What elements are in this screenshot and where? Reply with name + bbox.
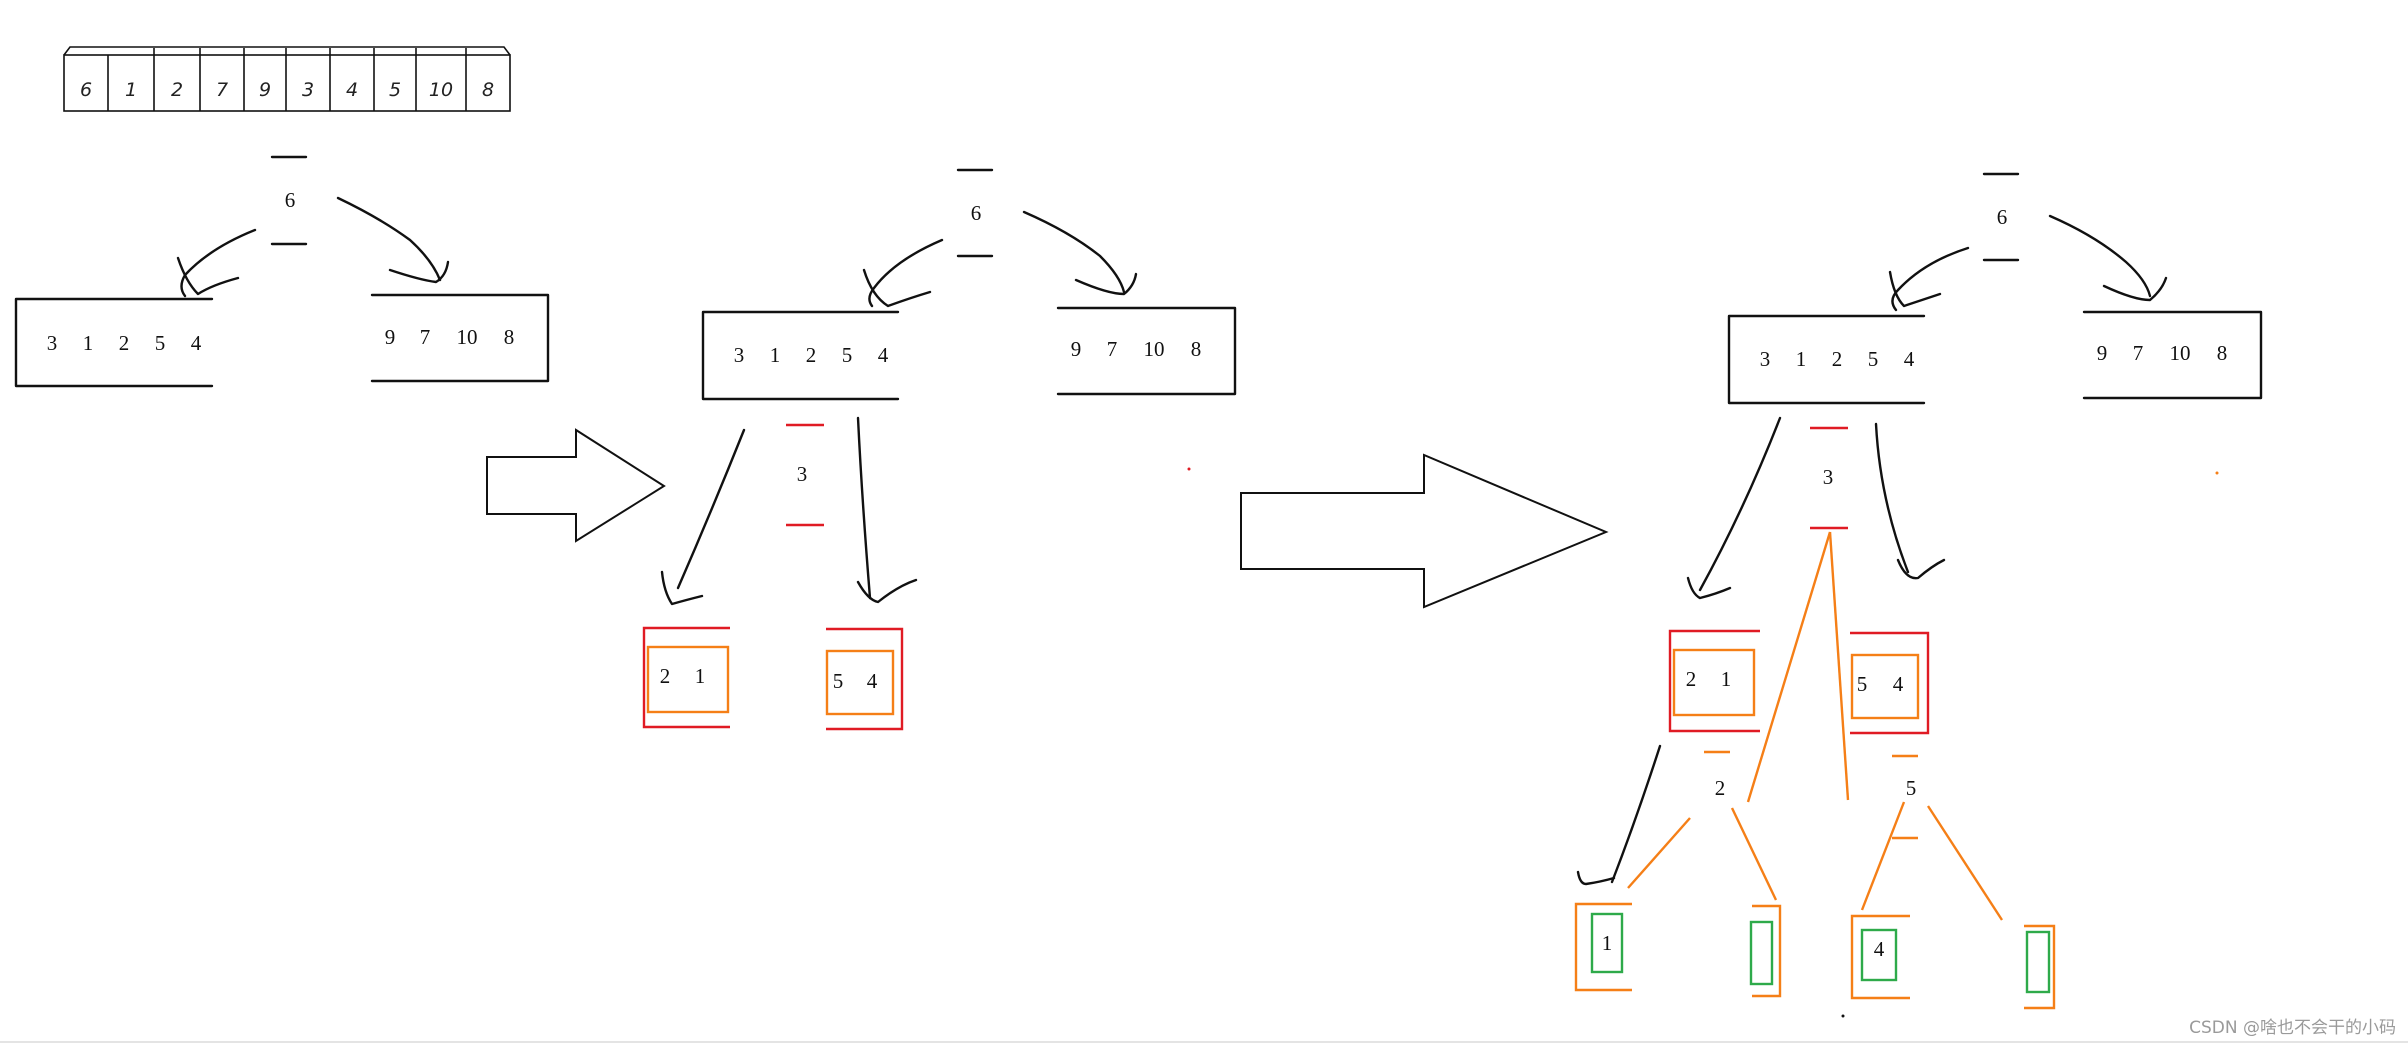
pivot-6: 6 — [971, 201, 982, 225]
left-partition-value: 2 — [119, 331, 130, 355]
left-partition-value: 2 — [1832, 347, 1843, 371]
sub-left-value: 1 — [695, 664, 706, 688]
watermark: CSDN @啥也不会干的小码 — [2189, 1018, 2396, 1038]
right-partition-value: 10 — [2170, 341, 2191, 365]
pivot-6: 6 — [1997, 205, 2008, 229]
stage-2: 6 3 1 2 5 4 9 7 10 8 3 2 1 5 4 — [642, 168, 1237, 731]
right-partition-value: 10 — [457, 325, 478, 349]
sub-left-value: 2 — [660, 664, 671, 688]
array-cell: 8 — [482, 79, 494, 101]
right-partition-value: 8 — [1191, 337, 1202, 361]
left-partition-value: 1 — [770, 343, 781, 367]
right-partition-value: 8 — [504, 325, 515, 349]
sub-left-value: 1 — [1721, 667, 1732, 691]
left-partition-value: 4 — [878, 343, 889, 367]
left-partition-value: 5 — [1868, 347, 1879, 371]
sub-left-value: 2 — [1686, 667, 1697, 691]
right-partition-value: 7 — [1107, 337, 1118, 361]
ink-dot — [1841, 1014, 1845, 1018]
array-cell: 6 — [80, 79, 92, 101]
leaf-3: 4 — [1874, 937, 1885, 961]
sub-pivot-3: 3 — [1823, 465, 1834, 489]
array-cell: 5 — [389, 79, 401, 101]
array-cell: 10 — [429, 79, 453, 101]
array-cell: 4 — [346, 79, 358, 101]
left-partition-value: 3 — [1760, 347, 1771, 371]
left-partition-value: 3 — [47, 331, 58, 355]
left-partition-value: 5 — [842, 343, 853, 367]
right-partition-value: 9 — [2097, 341, 2108, 365]
array-cell: 3 — [302, 79, 314, 101]
right-partition-value: 8 — [2217, 341, 2228, 365]
left-partition-value: 2 — [806, 343, 817, 367]
right-partition-value: 7 — [2133, 341, 2144, 365]
array-cell: 2 — [171, 79, 183, 101]
array-cell: 1 — [125, 79, 137, 101]
sub-right-value: 4 — [867, 669, 878, 693]
sub-right-value: 4 — [1893, 672, 1904, 696]
orange-dot — [2215, 471, 2219, 475]
initial-array: 6 1 2 7 9 3 4 5 10 8 — [63, 46, 511, 112]
array-cell: 9 — [259, 79, 271, 101]
red-dot — [1187, 467, 1191, 471]
left-partition-value: 4 — [191, 331, 202, 355]
stage-3: 6 3 1 2 5 4 9 7 10 8 3 2 1 5 4 — [1574, 172, 2263, 1018]
left-partition-value: 1 — [83, 331, 94, 355]
array-cell: 7 — [216, 79, 228, 101]
leaf-1: 1 — [1602, 931, 1613, 955]
right-partition-value: 10 — [1144, 337, 1165, 361]
right-partition-value: 9 — [385, 325, 396, 349]
left-partition-value: 3 — [734, 343, 745, 367]
stage-1: 6 3 1 2 5 4 9 7 10 8 — [14, 155, 550, 388]
pivot-2: 2 — [1715, 776, 1726, 800]
sub-right-value: 5 — [833, 669, 844, 693]
left-partition-value: 4 — [1904, 347, 1915, 371]
sub-right-value: 5 — [1857, 672, 1868, 696]
pivot-6: 6 — [285, 188, 296, 212]
right-partition-value: 9 — [1071, 337, 1082, 361]
transition-arrow-2 — [1240, 453, 1609, 609]
sub-pivot-3: 3 — [797, 462, 808, 486]
left-partition-value: 5 — [155, 331, 166, 355]
left-partition-value: 1 — [1796, 347, 1807, 371]
transition-arrow-1 — [486, 428, 666, 543]
pivot-5: 5 — [1906, 776, 1917, 800]
right-partition-value: 7 — [420, 325, 431, 349]
